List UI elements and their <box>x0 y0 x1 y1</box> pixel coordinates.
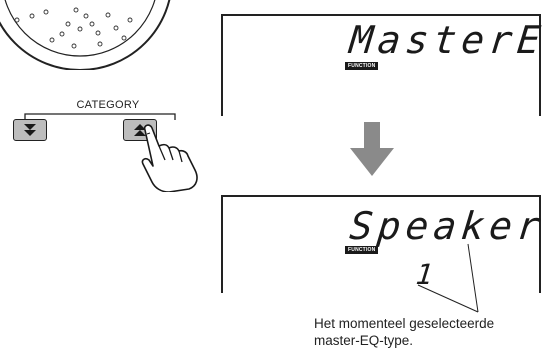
double-down-arrow-icon <box>24 124 36 136</box>
caption-line-2: master-EQ-type. <box>314 333 414 348</box>
caption-line-1: Het momenteel geselecteerde <box>314 316 495 331</box>
pointing-hand-icon <box>141 124 198 192</box>
caption: Het momenteel geselecteerde master-EQ-ty… <box>314 315 544 349</box>
function-badge-top: FUNCTION <box>345 62 379 70</box>
down-arrow-icon <box>350 122 394 176</box>
function-badge-bottom: FUNCTION <box>345 246 379 254</box>
lcd-display-bottom <box>221 195 541 293</box>
dial-icon[interactable] <box>0 0 180 70</box>
category-bracket <box>24 113 176 120</box>
lcd-top-text: MasterEQ <box>347 18 546 62</box>
lcd-display-top <box>221 14 541 116</box>
category-down-button[interactable] <box>13 119 47 141</box>
double-up-arrow-icon <box>134 124 146 136</box>
category-label: CATEGORY <box>76 99 140 111</box>
callout-lines <box>417 243 479 313</box>
